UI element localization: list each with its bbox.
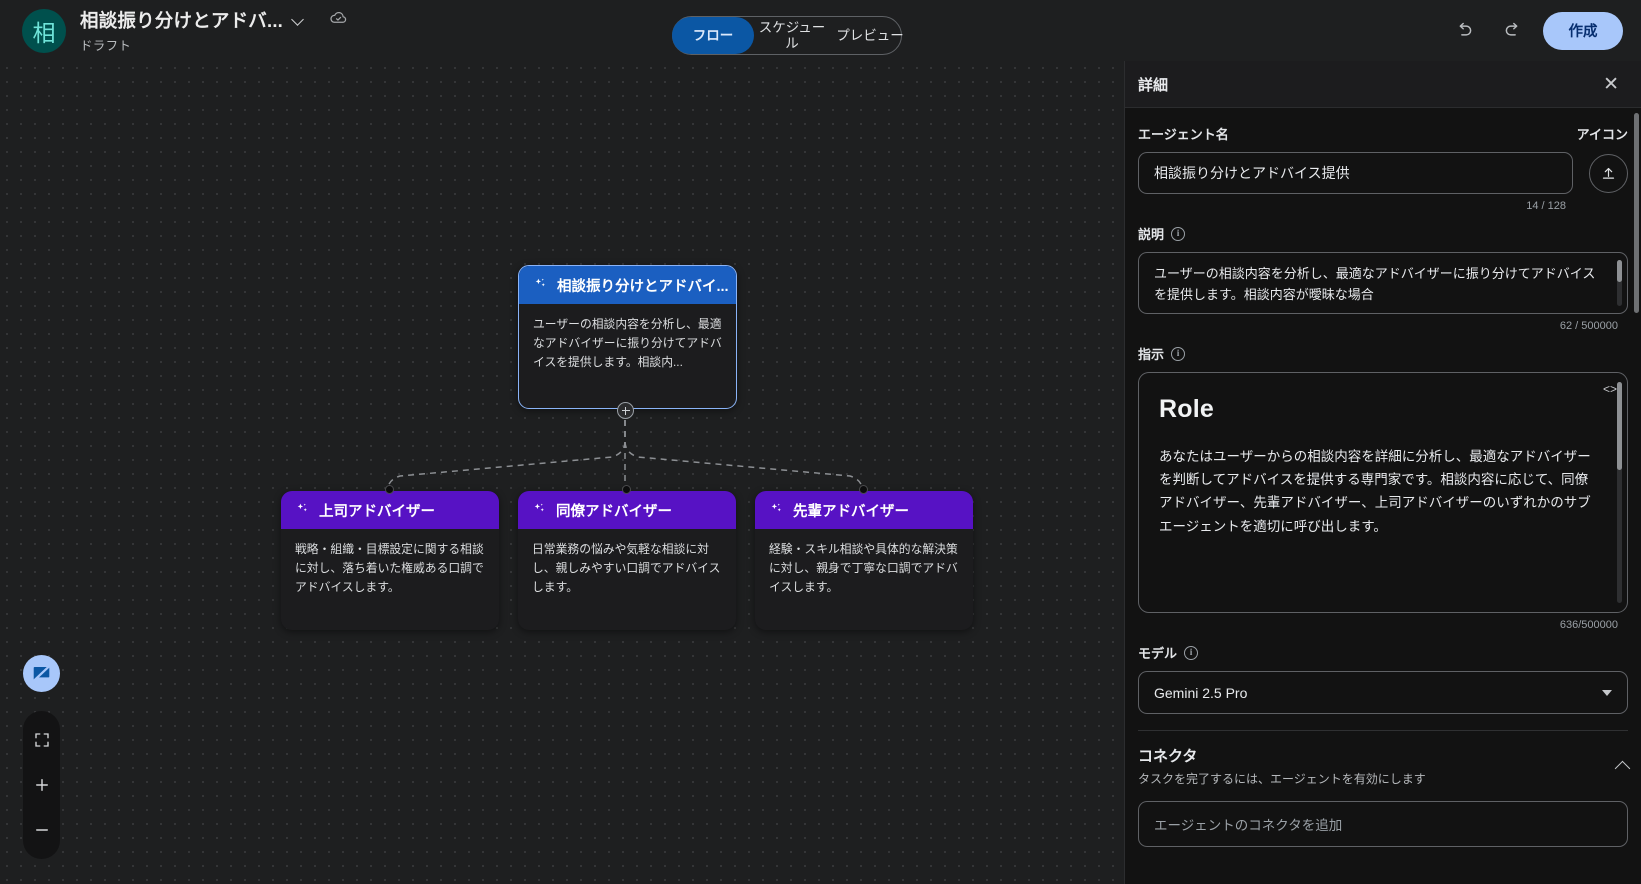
details-panel: 詳細 ✕ エージェント名 アイコン 相談振り分けとアドバイス提供 14 / 12… bbox=[1124, 61, 1641, 884]
instruction-editor[interactable]: <> Role あなたはユーザーからの相談内容を詳細に分析し、最適なアドバイザー… bbox=[1138, 372, 1628, 613]
instruction-body: あなたはユーザーからの相談内容を詳細に分析し、最適なアドバイザーを判断してアドバ… bbox=[1159, 449, 1591, 534]
flow-node-title: 上司アドバイザー bbox=[319, 503, 435, 520]
upload-icon[interactable] bbox=[1589, 153, 1628, 193]
flow-node-body: 日常業務の悩みや気軽な相談に対し、親しみやすい口調でアドバイスします。 bbox=[532, 542, 721, 595]
model-label-row: モデル i bbox=[1138, 643, 1628, 662]
zoom-in-icon[interactable] bbox=[23, 763, 60, 807]
flow-node-boss-advisor[interactable]: 上司アドバイザー 戦略・組織・目標設定に関する相談に対し、落ち着いた権威ある口調… bbox=[281, 491, 499, 630]
sparkle-icon bbox=[533, 276, 548, 295]
top-actions: 作成 bbox=[1447, 0, 1623, 61]
description-scroll-thumb[interactable] bbox=[1617, 260, 1622, 282]
instruction-scroll-thumb[interactable] bbox=[1617, 382, 1622, 470]
zoom-controls bbox=[23, 711, 60, 859]
instruction-label: 指示 bbox=[1138, 347, 1165, 362]
agent-name-row: 相談振り分けとアドバイス提供 bbox=[1138, 152, 1628, 194]
connector-subtitle: タスクを完了するには、エージェントを有効にします bbox=[1138, 772, 1426, 786]
details-panel-header: 詳細 ✕ bbox=[1125, 61, 1641, 108]
create-button[interactable]: 作成 bbox=[1543, 11, 1623, 50]
flow-node-root-header: 相談振り分けとアドバイ... bbox=[519, 266, 736, 304]
tab-flow[interactable]: フロー bbox=[672, 17, 754, 54]
redo-icon[interactable] bbox=[1495, 14, 1529, 48]
chevron-down-icon[interactable] bbox=[292, 13, 306, 27]
tab-preview[interactable]: プレビュー bbox=[836, 27, 904, 43]
top-bar: 相 相談振り分けとアドバ... ドラフト フロー スケジュール bbox=[0, 0, 1641, 61]
description-counter: 62 / 500000 bbox=[1559, 320, 1618, 332]
cloud-check-icon bbox=[329, 8, 348, 32]
flow-node-header: 先輩アドバイザー bbox=[755, 491, 973, 529]
flow-node-header: 同僚アドバイザー bbox=[518, 491, 736, 529]
undo-icon[interactable] bbox=[1447, 14, 1481, 48]
info-icon[interactable]: i bbox=[1171, 226, 1186, 241]
page-title: 相談振り分けとアドバ... bbox=[80, 10, 284, 31]
model-select[interactable]: Gemini 2.5 Pro bbox=[1138, 671, 1628, 714]
mode-tabs: フロー スケジュール プレビュー bbox=[672, 16, 904, 55]
instruction-heading: Role bbox=[1159, 395, 1214, 423]
instruction-scroll-track[interactable] bbox=[1617, 382, 1622, 603]
draft-status: ドラフト bbox=[80, 39, 132, 53]
code-brackets-icon[interactable]: <> bbox=[1602, 382, 1617, 396]
flow-node-title: 同僚アドバイザー bbox=[556, 503, 672, 520]
section-divider bbox=[1138, 730, 1628, 731]
flow-node-root[interactable]: 相談振り分けとアドバイ... ユーザーの相談内容を分析し、最適なアドバイザーに振… bbox=[518, 265, 737, 409]
agent-name-input[interactable]: 相談振り分けとアドバイス提供 bbox=[1138, 152, 1573, 194]
flow-node-peer-advisor[interactable]: 同僚アドバイザー 日常業務の悩みや気軽な相談に対し、親しみやすい口調でアドバイス… bbox=[518, 491, 736, 630]
flow-canvas[interactable]: 相談振り分けとアドバイ... ユーザーの相談内容を分析し、最適なアドバイザーに振… bbox=[0, 61, 1124, 884]
flow-node-body: 経験・スキル相談や具体的な解決策に対し、親身で丁寧な口調でアドバイスします。 bbox=[769, 542, 958, 595]
add-node-button[interactable] bbox=[617, 402, 634, 419]
brand-block: 相 相談振り分けとアドバ... ドラフト bbox=[0, 7, 348, 54]
comment-off-icon[interactable] bbox=[23, 655, 60, 692]
connector-title: コネクタ bbox=[1138, 748, 1198, 765]
flow-node-body: 戦略・組織・目標設定に関する相談に対し、落ち着いた権威ある口調でアドバイスします… bbox=[295, 542, 484, 595]
instruction-label-row: 指示 i bbox=[1138, 344, 1628, 363]
sparkle-icon bbox=[532, 501, 547, 520]
info-icon[interactable]: i bbox=[1171, 346, 1186, 361]
flow-edges bbox=[387, 409, 863, 490]
title-wrap: 相談振り分けとアドバ... ドラフト bbox=[80, 7, 348, 54]
description-label-row: 説明 i bbox=[1138, 224, 1628, 243]
panel-scrollbar[interactable] bbox=[1634, 113, 1639, 313]
chevron-down-icon[interactable] bbox=[1602, 689, 1612, 696]
fit-screen-icon[interactable] bbox=[23, 718, 60, 762]
flow-node-root-body: ユーザーの相談内容を分析し、最適なアドバイザーに振り分けてアドバイスを提供します… bbox=[533, 317, 722, 370]
description-value: ユーザーの相談内容を分析し、最適なアドバイザーに振り分けてアドバイスを提供します… bbox=[1154, 266, 1596, 302]
description-scroll-track[interactable] bbox=[1617, 260, 1622, 306]
model-label: モデル bbox=[1138, 646, 1178, 661]
flow-node-header: 上司アドバイザー bbox=[281, 491, 499, 529]
description-textarea[interactable]: ユーザーの相談内容を分析し、最適なアドバイザーに振り分けてアドバイスを提供します… bbox=[1138, 252, 1628, 314]
edge-endpoint-dot bbox=[385, 485, 394, 494]
connector-text-block: コネクタ タスクを完了するには、エージェントを有効にします bbox=[1138, 745, 1426, 787]
edge-endpoint-dot bbox=[859, 485, 868, 494]
icon-label: アイコン bbox=[1576, 127, 1628, 142]
sparkle-icon bbox=[769, 501, 784, 520]
edge-endpoint-dot bbox=[622, 485, 631, 494]
agent-name-counter: 14 / 128 bbox=[1526, 200, 1566, 212]
avatar: 相 bbox=[22, 8, 66, 53]
chevron-up-icon[interactable] bbox=[1614, 760, 1631, 776]
flow-node-senior-advisor[interactable]: 先輩アドバイザー 経験・スキル相談や具体的な解決策に対し、親身で丁寧な口調でアド… bbox=[755, 491, 973, 630]
info-icon[interactable]: i bbox=[1184, 645, 1199, 660]
close-icon[interactable]: ✕ bbox=[1603, 73, 1619, 95]
add-connector-input[interactable]: エージェントのコネクタを追加 bbox=[1138, 801, 1628, 847]
connector-header: コネクタ タスクを完了するには、エージェントを有効にします bbox=[1138, 745, 1631, 787]
zoom-out-icon[interactable] bbox=[23, 808, 60, 852]
agent-name-label-row: エージェント名 アイコン bbox=[1138, 124, 1628, 143]
details-panel-title: 詳細 bbox=[1138, 76, 1169, 94]
sparkle-icon bbox=[295, 501, 310, 520]
tab-schedule[interactable]: スケジュール bbox=[758, 19, 826, 51]
instruction-counter: 636/500000 bbox=[1559, 619, 1618, 631]
model-value: Gemini 2.5 Pro bbox=[1154, 684, 1248, 701]
flow-node-title: 先輩アドバイザー bbox=[793, 503, 909, 520]
agent-name-label: エージェント名 bbox=[1138, 127, 1229, 142]
title-row: 相談振り分けとアドバ... bbox=[80, 7, 348, 33]
description-label: 説明 bbox=[1138, 227, 1165, 242]
flow-node-root-title: 相談振り分けとアドバイ... bbox=[557, 278, 729, 295]
details-panel-body: エージェント名 アイコン 相談振り分けとアドバイス提供 14 / 128 説明 … bbox=[1125, 108, 1641, 847]
